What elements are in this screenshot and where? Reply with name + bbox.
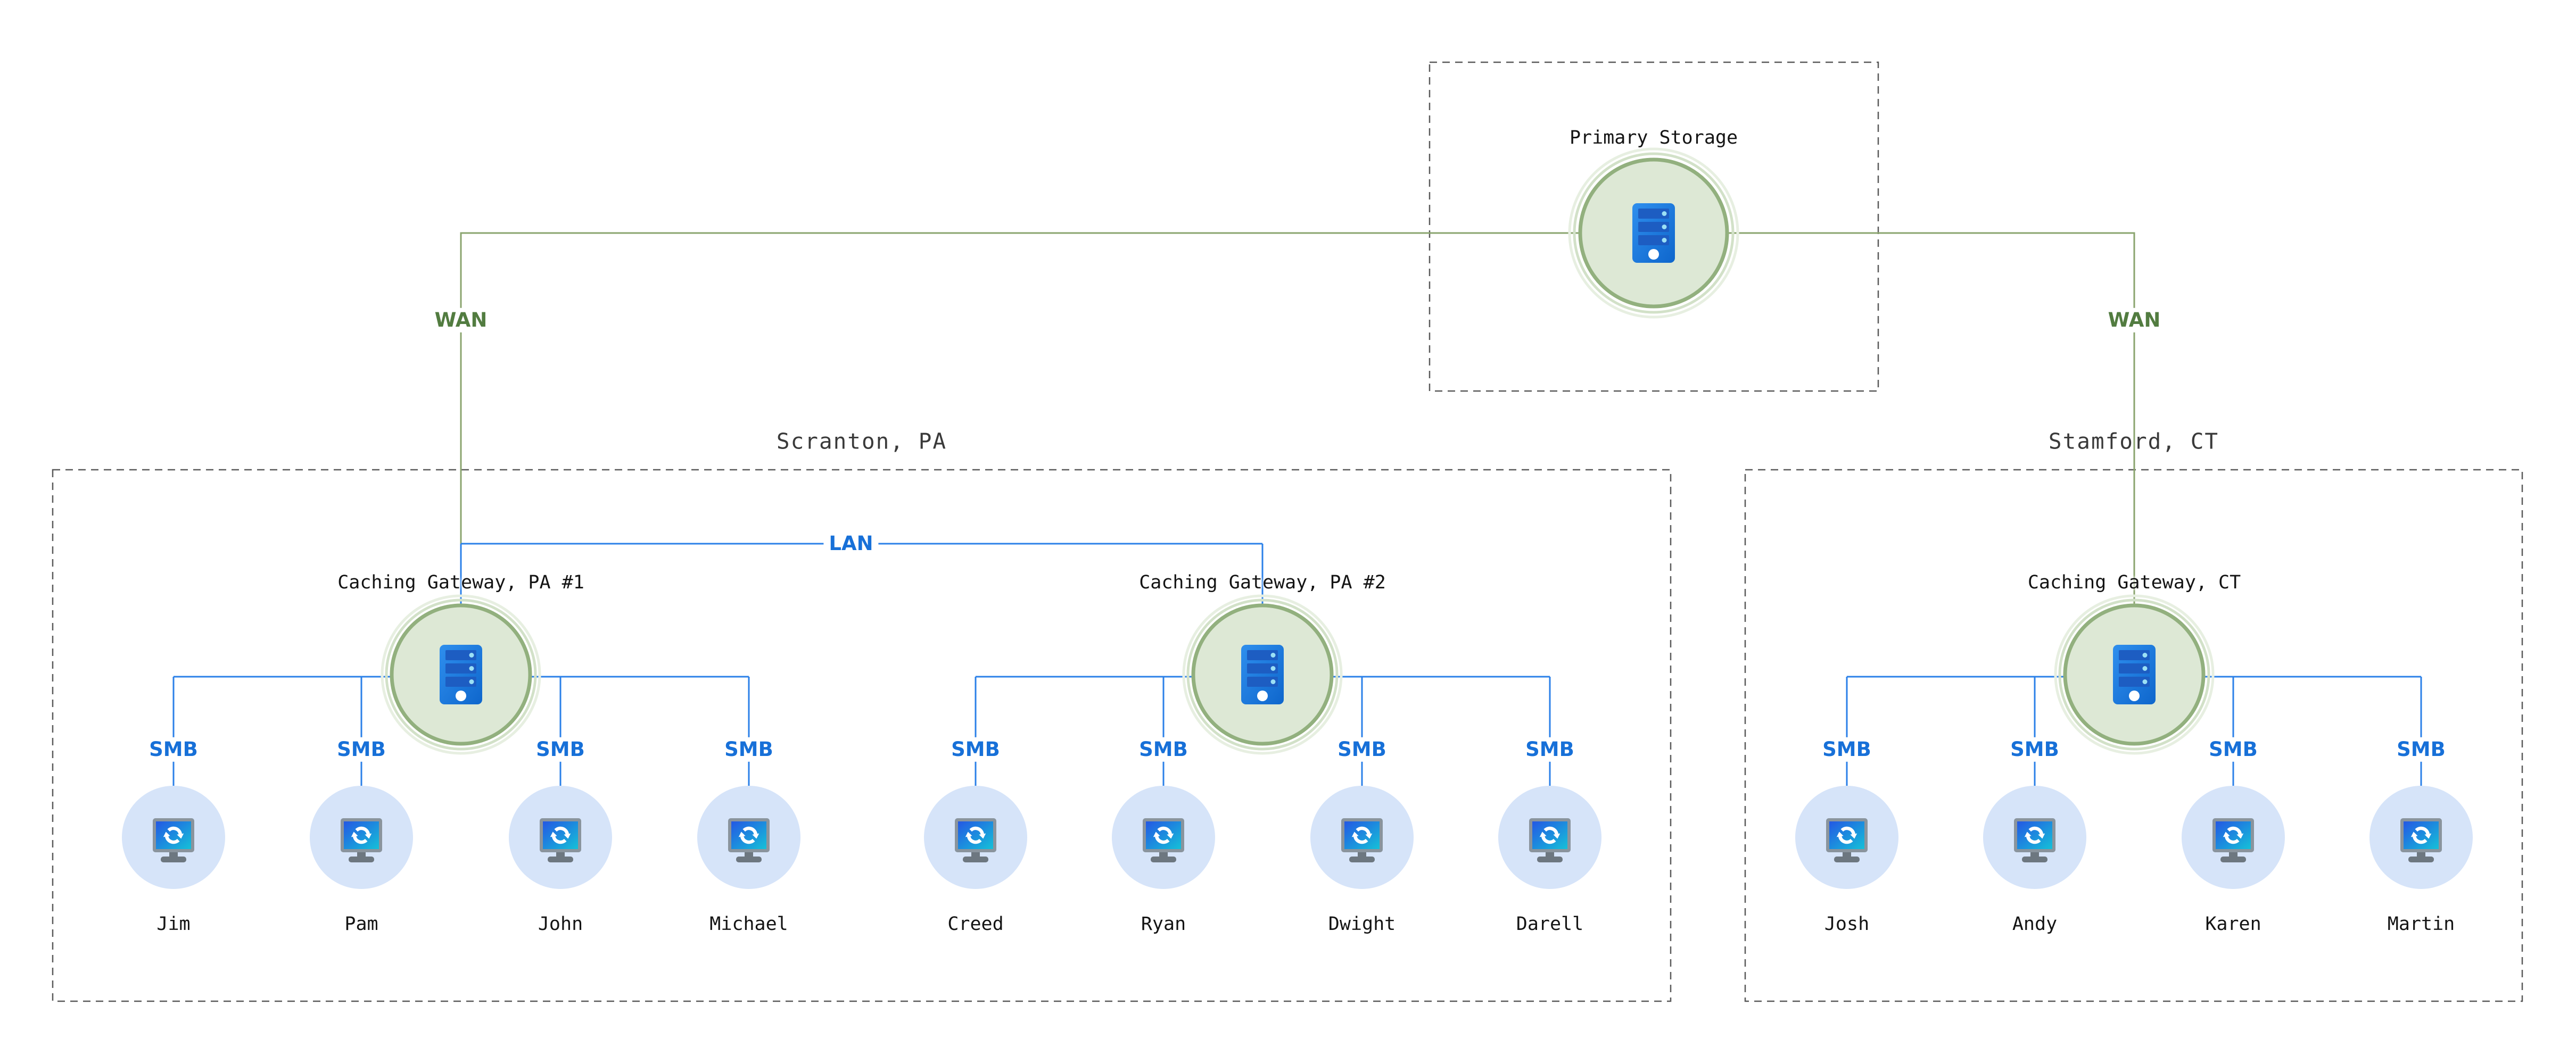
gateway-node-ct [2055, 596, 2213, 753]
client-name: Pam [344, 913, 378, 935]
client-node-josh [1795, 786, 1898, 889]
primary-storage-label: Primary Storage [1569, 127, 1738, 148]
client-name: Michael [709, 913, 788, 935]
client-name: Dwight [1328, 913, 1396, 935]
smb-label: SMB [531, 737, 590, 762]
client-name: Darell [1516, 913, 1584, 935]
smb-label: SMB [1520, 737, 1580, 762]
site-title-scranton: Scranton, PA [776, 428, 947, 454]
client-name: John [538, 913, 583, 935]
client-name: Martin [2387, 913, 2455, 935]
client-node-jim [122, 786, 225, 889]
client-node-andy [1983, 786, 2086, 889]
gateway-node-pa2 [1184, 596, 1341, 753]
client-node-john [509, 786, 612, 889]
client-node-creed [924, 786, 1027, 889]
client-node-martin [2369, 786, 2473, 889]
gateway-label-pa1: Caching Gateway, PA #1 [337, 572, 584, 593]
smb-label: SMB [1134, 737, 1193, 762]
client-node-pam [310, 786, 413, 889]
gateway-label-ct: Caching Gateway, CT [2027, 572, 2241, 593]
smb-label: SMB [719, 737, 779, 762]
client-node-karen [2182, 786, 2285, 889]
smb-label: SMB [332, 737, 391, 762]
wan-link [460, 232, 2135, 617]
client-name: Karen [2205, 913, 2261, 935]
smb-drops-gateway-ct [1846, 677, 2422, 787]
client-name: Jim [156, 913, 191, 935]
primary-storage-box [1429, 61, 1879, 392]
site-box-scranton [52, 469, 1672, 1002]
wan-label-left: WAN [429, 307, 493, 333]
gateway-label-pa2: Caching Gateway, PA #2 [1139, 572, 1386, 593]
client-name: Josh [1824, 913, 1870, 935]
smb-label: SMB [2391, 737, 2451, 762]
client-node-ryan [1112, 786, 1215, 889]
client-node-dwight [1310, 786, 1414, 889]
smb-label: SMB [1332, 737, 1392, 762]
site-title-stamford: Stamford, CT [2048, 428, 2219, 454]
smb-label: SMB [946, 737, 1005, 762]
wan-label-right: WAN [2102, 307, 2166, 333]
smb-drops-gateway-pa1 [172, 677, 750, 787]
client-name: Ryan [1141, 913, 1186, 935]
client-node-darell [1498, 786, 1601, 889]
gateway-node-pa1 [382, 596, 540, 753]
smb-drops-gateway-pa2 [975, 677, 1551, 787]
client-node-michael [697, 786, 800, 889]
smb-label: SMB [144, 737, 203, 762]
smb-label: SMB [2203, 737, 2263, 762]
client-name: Andy [2012, 913, 2058, 935]
primary-storage-node [1570, 149, 1738, 317]
smb-label: SMB [1817, 737, 1877, 762]
client-name: Creed [947, 913, 1004, 935]
lan-label: LAN [823, 531, 879, 556]
smb-label: SMB [2005, 737, 2065, 762]
